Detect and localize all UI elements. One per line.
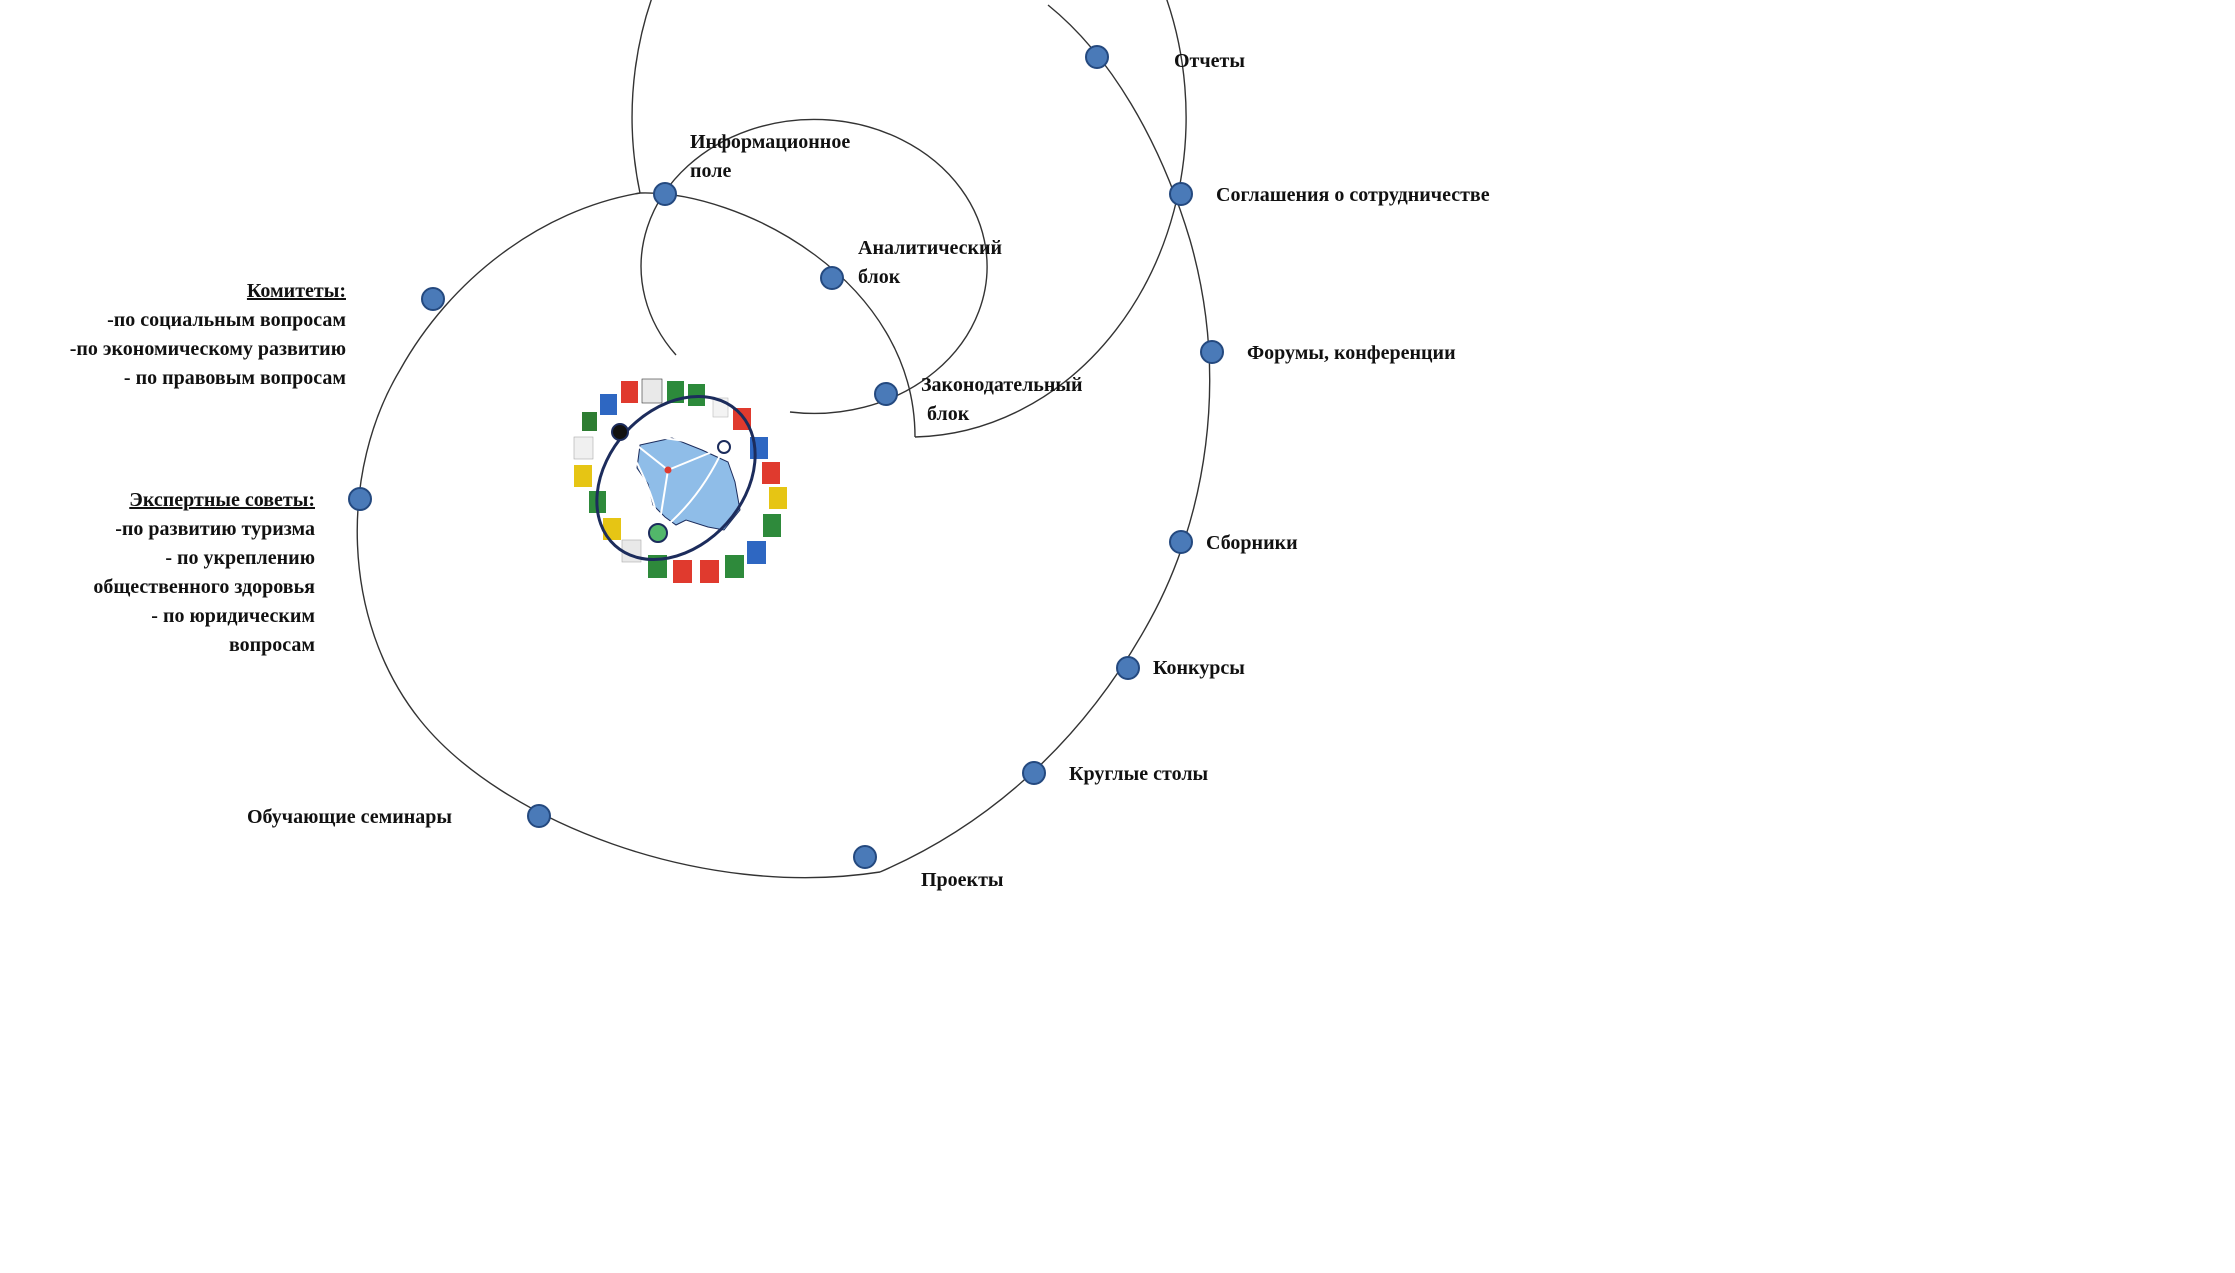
spiral-diagram — [348, 0, 1224, 879]
label-legislative-line1: Законодательный — [921, 374, 1083, 396]
node-agreements — [1169, 182, 1193, 206]
expert-councils-item: -по развитию туризма — [115, 518, 315, 540]
expert-councils-item: вопросам — [228, 634, 315, 656]
label-contests: Конкурсы — [1153, 657, 1245, 679]
node-forums — [1200, 340, 1224, 364]
node-contests — [1116, 656, 1140, 680]
label-expert-councils: Экспертные советы: -по развитию туризма … — [93, 486, 315, 660]
label-reports: Отчеты — [1174, 50, 1245, 72]
label-info-field-line2: поле — [690, 160, 732, 182]
expert-councils-item: общественного здоровья — [93, 576, 315, 598]
outer-spiral-left — [362, 193, 640, 420]
label-analytic-line1: Аналитический — [858, 237, 1003, 259]
node-analytic-block — [820, 266, 844, 290]
outer-spiral-tail — [879, 4, 1211, 873]
expert-councils-title: Экспертные советы: — [129, 489, 315, 511]
committees-item: - по правовым вопросам — [123, 367, 346, 389]
label-agreements: Соглашения о сотрудничестве — [1216, 184, 1490, 206]
node-points — [348, 45, 1224, 869]
label-analytic-block: Аналитический блок — [858, 234, 1002, 292]
expert-councils-item: - по юридическим — [151, 605, 315, 627]
committees-item: -по социальным вопросам — [107, 309, 346, 331]
node-legislative-block — [874, 382, 898, 406]
label-collections: Сборники — [1206, 532, 1298, 554]
node-round-tables — [1022, 761, 1046, 785]
label-round-tables: Круглые столы — [1069, 763, 1209, 785]
inner-orbit — [640, 118, 988, 415]
label-projects: Проекты — [921, 869, 1004, 891]
label-committees: Комитеты: -по социальным вопросам -по эк… — [70, 277, 346, 393]
node-expert-councils — [348, 487, 372, 511]
node-committees — [421, 287, 445, 311]
label-legislative-line2: блок — [927, 403, 970, 425]
node-collections — [1169, 530, 1193, 554]
coats-of-arms-ring-with-region-map-icon — [573, 378, 787, 583]
label-analytic-line2: блок — [858, 266, 901, 288]
label-forums: Форумы, конференции — [1247, 342, 1456, 364]
outer-spiral-main — [356, 192, 881, 879]
expert-councils-item: - по укреплению — [165, 547, 315, 569]
node-reports — [1085, 45, 1109, 69]
label-info-field: Информационное поле — [690, 128, 850, 186]
node-info-field — [653, 182, 677, 206]
committees-item: -по экономическому развитию — [69, 338, 346, 360]
label-info-field-line1: Информационное — [690, 131, 851, 153]
node-projects — [853, 845, 877, 869]
label-legislative-block: Законодательный блок — [921, 371, 1083, 429]
label-seminars: Обучающие семинары — [247, 806, 453, 828]
node-seminars — [527, 804, 551, 828]
committees-title: Комитеты: — [246, 280, 346, 302]
